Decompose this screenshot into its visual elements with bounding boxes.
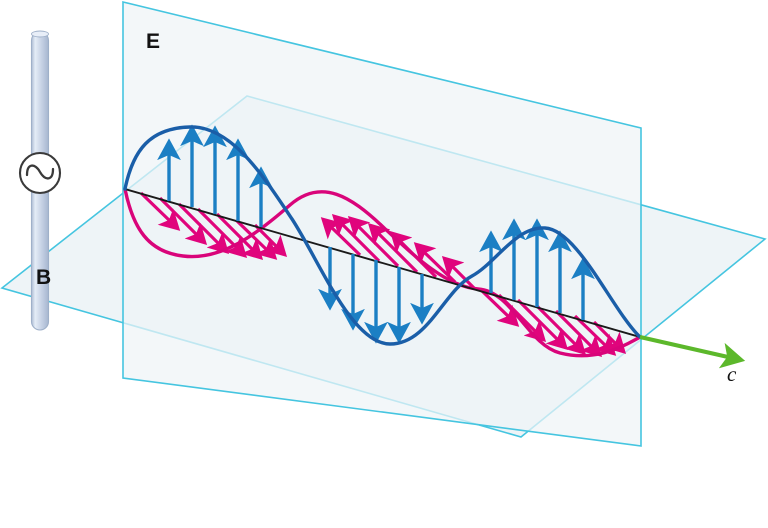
- e-field-label: E: [146, 30, 161, 53]
- speed-of-light-vector: [639, 335, 746, 369]
- ac-source: [18, 151, 62, 195]
- e-field-wave-curve: [123, 125, 642, 346]
- propagation-axis: [124, 188, 641, 338]
- e-field-arrows: [157, 124, 595, 344]
- b-field-wave-curve: [123, 187, 642, 358]
- propagation-label: c: [727, 362, 737, 386]
- b-field-label: B: [36, 266, 52, 289]
